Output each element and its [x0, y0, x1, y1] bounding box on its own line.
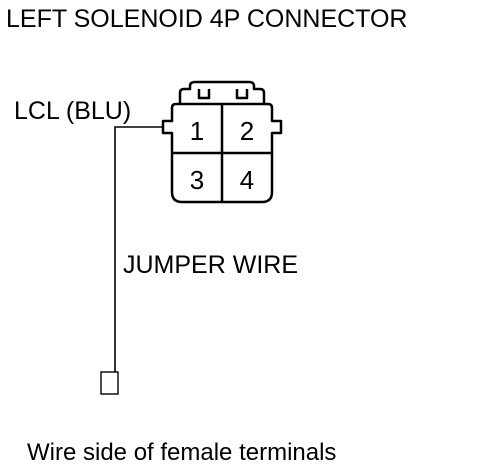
terminal-label: LCL (BLU)	[14, 97, 131, 125]
connector-4p	[161, 80, 283, 204]
connector-housing	[161, 102, 283, 204]
jumper-wire-label: JUMPER WIRE	[123, 251, 298, 279]
connector-lock-tab	[178, 80, 266, 104]
diagram-caption: Wire side of female terminals	[27, 439, 336, 466]
terminal-3: 3	[190, 165, 204, 195]
diagram-title: LEFT SOLENOID 4P CONNECTOR	[6, 5, 408, 33]
terminal-4: 4	[240, 165, 254, 195]
terminal-2: 2	[240, 116, 254, 146]
terminal-1: 1	[190, 116, 204, 146]
jumper-wire-terminal	[100, 371, 119, 395]
jumper-wire	[114, 126, 163, 372]
connector-tab-notches	[197, 89, 249, 100]
